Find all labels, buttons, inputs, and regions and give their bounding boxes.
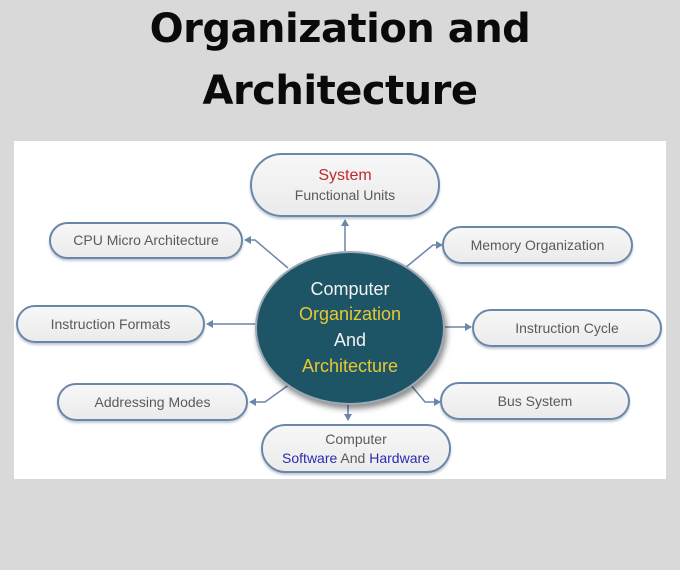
node-cpu-micro-label: CPU Micro Architecture xyxy=(73,232,219,249)
node-memory-org-label: Memory Organization xyxy=(470,236,605,253)
center-line-organization: Organization xyxy=(298,304,402,325)
node-addressing-modes-label: Addressing Modes xyxy=(94,393,211,410)
node-bus-system: Bus System xyxy=(440,382,630,420)
node-addressing-modes: Addressing Modes xyxy=(57,383,248,421)
center-line-and: And xyxy=(333,330,367,350)
node-instruction-cycle-label: Instruction Cycle xyxy=(515,319,619,336)
node-sw-hw-title: Computer xyxy=(325,431,387,448)
center-line-architecture: Architecture xyxy=(301,355,399,376)
and-text: And xyxy=(340,449,366,466)
node-software-and-hardware: Computer Software And Hardware xyxy=(261,424,451,473)
node-memory-organization: Memory Organization xyxy=(442,226,633,264)
node-instruction-formats-label: Instruction Formats xyxy=(50,315,171,332)
node-instruction-cycle: Instruction Cycle xyxy=(472,309,662,347)
node-system-functional-units: System Functional Units xyxy=(250,153,440,217)
node-sw-hw-subtitle: Software And Hardware xyxy=(282,449,430,467)
hardware-text: Hardware xyxy=(369,449,430,466)
center-node-computer-organization-architecture: Computer Organization And Architecture xyxy=(255,251,445,405)
node-bus-system-label: Bus System xyxy=(497,392,573,409)
page-title-line-2: Architecture xyxy=(202,68,479,114)
node-system-subtitle: Functional Units xyxy=(294,187,396,204)
software-text: Software xyxy=(282,449,338,466)
page-title-line-1: Organization and xyxy=(149,6,531,52)
node-cpu-micro-architecture: CPU Micro Architecture xyxy=(49,222,243,259)
node-system-title: System xyxy=(318,166,372,184)
center-line-computer: Computer xyxy=(310,278,390,299)
node-instruction-formats: Instruction Formats xyxy=(16,305,205,343)
